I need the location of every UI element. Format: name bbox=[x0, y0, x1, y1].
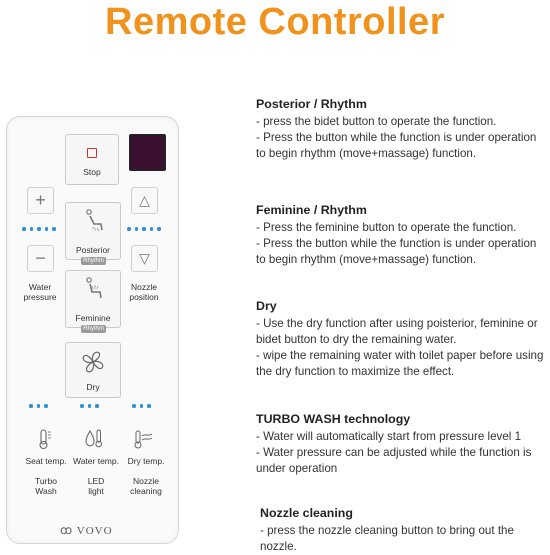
section-line: - Press the feminine button to operate t… bbox=[256, 221, 517, 234]
feminine-wash-icon bbox=[86, 277, 102, 299]
posterior-label: Posterior bbox=[75, 245, 110, 255]
section-line: - Water will automatically start from pr… bbox=[256, 430, 522, 443]
section-line: - Press the button while the function is… bbox=[256, 131, 537, 160]
seat-temp-button[interactable] bbox=[36, 428, 56, 450]
section-heading: Dry bbox=[256, 299, 277, 313]
feminine-label: Feminine bbox=[75, 313, 111, 323]
dry-temp-button[interactable] bbox=[133, 428, 155, 450]
section-heading: Nozzle cleaning bbox=[260, 506, 353, 520]
section-nozzle-cleaning: Nozzle cleaning - press the nozzle clean… bbox=[260, 505, 550, 555]
nozzle-down-button[interactable]: ▽ bbox=[131, 245, 158, 272]
turbo-wash-label-2: Wash bbox=[35, 486, 57, 496]
dry-temp-label: Dry temp. bbox=[127, 456, 165, 466]
brand-name: VOVO bbox=[76, 525, 113, 537]
water-temp-indicator-dots bbox=[80, 404, 99, 408]
brand-mark-icon: ꝏ bbox=[60, 523, 74, 537]
display-panel bbox=[129, 134, 166, 171]
page-title: Remote Controller bbox=[105, 1, 445, 43]
led-light-label-1: LED bbox=[87, 476, 105, 486]
section-line: - Use the dry function after using poist… bbox=[256, 317, 538, 346]
stop-icon bbox=[87, 148, 97, 158]
section-heading: Feminine / Rhythm bbox=[256, 203, 367, 217]
led-light-label-2: light bbox=[88, 486, 104, 496]
section-line: - press the bidet button to operate the … bbox=[256, 115, 497, 128]
rhythm-tag: Rhythm bbox=[81, 256, 106, 265]
nozzle-position-label-1: Nozzle bbox=[131, 282, 157, 292]
pressure-indicator-dots bbox=[22, 227, 56, 231]
nozzle-cleaning-button[interactable]: Nozzle cleaning bbox=[123, 476, 169, 496]
section-posterior: Posterior / Rhythm - press the bidet but… bbox=[256, 96, 546, 162]
stop-label: Stop bbox=[83, 167, 101, 177]
turbo-wash-label-1: Turbo bbox=[35, 476, 57, 486]
posterior-button[interactable]: PosteriorRhythm bbox=[65, 202, 121, 265]
pressure-minus-button[interactable]: − bbox=[27, 245, 54, 272]
section-feminine: Feminine / Rhythm - Press the feminine b… bbox=[256, 202, 546, 268]
dry-label: Dry bbox=[86, 382, 100, 392]
posterior-wash-icon bbox=[86, 209, 103, 232]
section-turbo-wash: TURBO WASH technology - Water will autom… bbox=[256, 411, 546, 477]
water-temp-label: Water temp. bbox=[73, 456, 119, 466]
nozzle-cleaning-label-1: Nozzle bbox=[133, 476, 159, 486]
dry-button[interactable]: Dry bbox=[65, 342, 121, 398]
position-indicator-dots bbox=[127, 227, 161, 231]
brand-logo: ꝏ VOVO bbox=[60, 523, 113, 538]
seat-temp-label: Seat temp. bbox=[25, 456, 67, 466]
turbo-wash-button[interactable]: Turbo Wash bbox=[22, 476, 70, 496]
fan-icon bbox=[82, 351, 104, 373]
water-pressure-label-2: pressure bbox=[23, 292, 57, 302]
rhythm-tag: Rhythm bbox=[81, 324, 106, 333]
water-temp-button[interactable] bbox=[84, 428, 104, 450]
section-line: - wipe the remaining water with toilet p… bbox=[256, 349, 544, 378]
nozzle-cleaning-label-2: cleaning bbox=[130, 486, 162, 496]
nozzle-up-button[interactable]: △ bbox=[131, 187, 158, 214]
pressure-plus-button[interactable]: + bbox=[27, 187, 54, 214]
water-pressure-label-1: Water bbox=[28, 282, 52, 292]
section-line: - press the nozzle cleaning button to br… bbox=[260, 524, 514, 553]
section-heading: Posterior / Rhythm bbox=[256, 97, 367, 111]
section-heading: TURBO WASH technology bbox=[256, 412, 411, 426]
led-light-button[interactable]: LED light bbox=[72, 476, 120, 496]
section-dry: Dry - Use the dry function after using p… bbox=[256, 298, 546, 380]
feminine-button[interactable]: FeminineRhythm bbox=[65, 270, 121, 333]
dry-temp-indicator-dots bbox=[132, 404, 151, 408]
seat-temp-indicator-dots bbox=[29, 404, 48, 408]
stop-button[interactable]: Stop bbox=[65, 134, 119, 185]
section-line: - Press the button while the function is… bbox=[256, 237, 537, 266]
nozzle-position-label-2: position bbox=[129, 292, 159, 302]
section-line: - Water pressure can be adjusted while t… bbox=[256, 446, 532, 475]
